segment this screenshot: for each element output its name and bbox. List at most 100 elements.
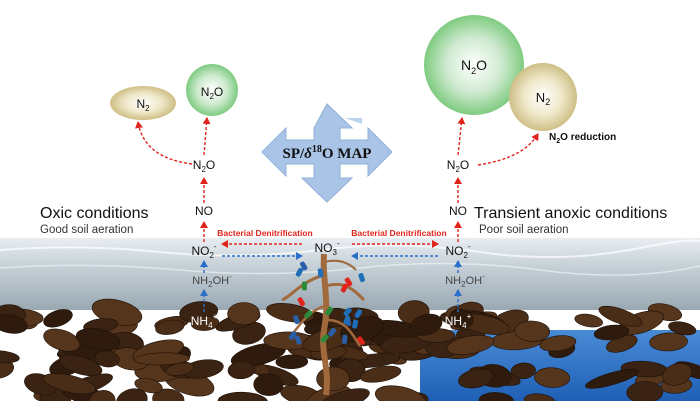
bacterium: [295, 267, 304, 277]
bacterium: [357, 336, 365, 346]
soil-particle: [217, 391, 269, 401]
soil-particle: [523, 393, 556, 401]
soil-particle: [340, 316, 385, 343]
soil-particle: [359, 365, 402, 383]
left-n2o-bubble-label: N2O: [201, 85, 223, 101]
oxic-heading: Oxic conditions: [40, 205, 149, 222]
soil-particle: [539, 335, 577, 352]
bacterium: [294, 335, 302, 345]
soil-particle: [190, 315, 220, 331]
anoxic-subheading: Poor soil aeration: [479, 224, 569, 236]
oxic-subheading: Good soil aeration: [40, 224, 133, 236]
right-red-arrows: [454, 117, 539, 242]
bacterium: [328, 327, 337, 337]
left-no-species: NO: [195, 204, 213, 218]
map-label: SP/δ18O MAP: [283, 144, 372, 162]
soil-particle: [58, 354, 103, 377]
left-red-arrows: [135, 117, 211, 242]
left-n2o-bubble: [186, 64, 238, 116]
bacterium: [352, 319, 359, 329]
soil-particle: [0, 350, 20, 364]
soil-particle: [266, 303, 315, 323]
soil-particle: [42, 373, 96, 395]
soil-particle: [0, 314, 28, 334]
soil-particle: [75, 328, 121, 351]
soil-particle: [514, 320, 550, 342]
soil-particle: [458, 368, 494, 389]
soil-particle: [88, 389, 116, 401]
soil-particle: [668, 321, 697, 336]
bacterium: [317, 268, 324, 278]
arrow-right-n2o-to-n2: [477, 133, 539, 166]
right-no-species: NO: [449, 204, 467, 218]
soil-particle: [626, 381, 664, 401]
left-n2-bubble: [110, 86, 176, 120]
bacterium: [325, 306, 333, 316]
anoxic-heading: Transient anoxic conditions: [474, 205, 667, 222]
arrow-left-n2o-to-bubble: [202, 117, 211, 156]
soil-particle: [534, 367, 571, 388]
soil-particle: [574, 313, 603, 328]
bacterium: [288, 331, 297, 340]
soil-particle: [155, 319, 185, 335]
water-sheen-2: [0, 262, 700, 276]
right-nh2oh-species: NH2OH-: [445, 272, 485, 289]
bacterium: [297, 297, 305, 307]
center-no3-species: NO3-: [314, 239, 339, 257]
left-n2-label: N2: [136, 97, 150, 113]
denitrification-label-right: Bacterial Denitrification: [351, 228, 446, 238]
n2o-reduction-label: N2O reduction: [549, 132, 616, 145]
left-nh2oh-species: NH2OH-: [192, 272, 232, 289]
soil-particle: [649, 332, 688, 352]
bacterium: [304, 310, 313, 319]
right-n2-bubble-label: N2: [536, 90, 550, 107]
soil-particle: [227, 360, 256, 380]
bacterium: [342, 334, 348, 344]
bacterium: [358, 273, 365, 283]
bacterium: [354, 309, 363, 319]
soil-particle: [448, 308, 474, 329]
arrow-right-n2o-to-bubble: [457, 117, 466, 156]
soil-particle: [227, 302, 261, 326]
bacteria-cluster: [288, 261, 365, 346]
right-n2-bubble: [509, 63, 577, 131]
map-cross-arrow: [261, 103, 393, 203]
right-no2-species: NO2-: [445, 242, 470, 260]
soil-particle: [319, 388, 370, 401]
bacterium: [293, 315, 300, 325]
left-n2o-species: N2O: [193, 158, 215, 174]
soil-particle: [593, 324, 630, 341]
soil-particle: [253, 373, 284, 396]
soil-particle: [410, 313, 443, 336]
soil-particle: [662, 362, 693, 386]
soil-particle: [43, 309, 73, 328]
water-sheen: [0, 239, 700, 259]
soil-particle: [134, 377, 163, 394]
soil-particle: [598, 305, 643, 327]
horizontal-arrows: [221, 240, 439, 260]
bacterium: [343, 315, 351, 325]
soil-particle: [43, 328, 81, 352]
bacterium: [344, 277, 353, 287]
soil-particle: [275, 354, 309, 370]
bacterium: [320, 334, 329, 343]
right-n2o-species: N2O: [447, 158, 469, 174]
soil-particles: [0, 298, 700, 401]
bacterium: [300, 261, 308, 271]
soil-particle: [94, 350, 120, 368]
soil-particle: [133, 352, 190, 366]
right-n2o-bubble: [424, 15, 524, 115]
bacterium: [340, 283, 349, 293]
bacterium: [301, 281, 307, 291]
soil-particle: [374, 385, 426, 401]
denitrification-label-left: Bacterial Denitrification: [217, 228, 312, 238]
soil-particle: [316, 366, 350, 391]
arrow-left-n2o-to-n2: [135, 121, 193, 165]
soil-particle: [446, 335, 495, 355]
left-no2-species: NO2-: [191, 242, 216, 260]
right-n2o-bubble-label: N2O: [461, 57, 487, 76]
soil-particle: [585, 368, 640, 389]
plant-root: [281, 253, 366, 396]
